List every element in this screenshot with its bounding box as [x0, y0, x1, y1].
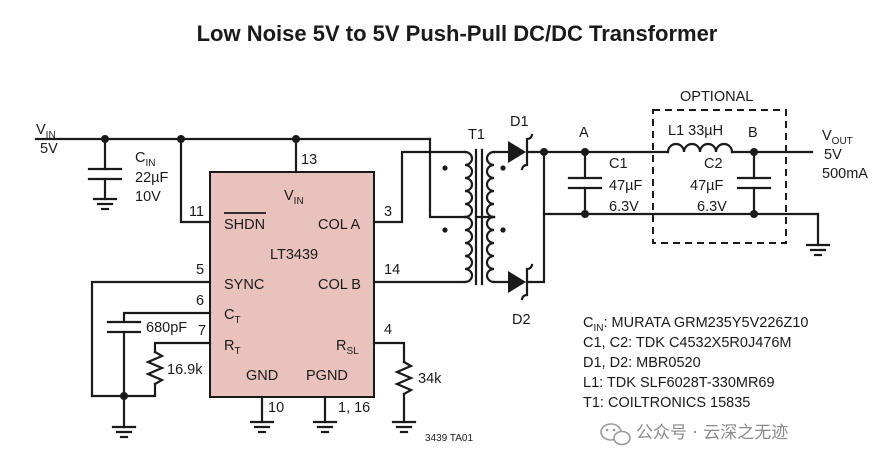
- pin-number-5: 5: [196, 262, 204, 278]
- ic-pin-label-colb: COL B: [318, 277, 361, 293]
- rsl-resistor-value: 34k: [418, 371, 442, 387]
- t1-polarity-dot: [500, 165, 506, 171]
- note-t1: T1: COILTRONICS 15835: [583, 395, 750, 411]
- d1-label: D1: [510, 114, 529, 130]
- junction: [750, 210, 758, 218]
- ground-symbol: [92, 197, 118, 211]
- ic-pin-label-cola: COL A: [318, 217, 361, 233]
- rsl-resistor: [394, 360, 414, 396]
- l1-inductor: [666, 142, 734, 154]
- ic-pin-label-gnd: GND: [246, 368, 278, 384]
- l1-label: L1 33µH: [668, 123, 723, 139]
- c1-label: C1: [609, 156, 628, 172]
- pin-number-1-16: 1, 16: [338, 400, 370, 416]
- ic-pin-label-rsl: RSL: [336, 338, 359, 357]
- ic-pin-label-rt: RT: [224, 338, 241, 357]
- note-c1-c2: C1, C2: TDK C4532X5R0J476M: [583, 335, 791, 351]
- t1-polarity-dot: [500, 227, 506, 233]
- ct-wire: [122, 311, 212, 324]
- d2-diode-body: [508, 271, 526, 293]
- t1-secondary-winding-lower: [485, 215, 496, 284]
- ground-symbol: [805, 243, 831, 257]
- t1-polarity-dot: [442, 165, 448, 171]
- rt-resistor-value: 16.9k: [167, 362, 203, 378]
- ic-pin-label-sync: SYNC: [224, 277, 264, 293]
- ic-pin-label-shdn: SHDN: [224, 217, 265, 233]
- ground-symbol: [391, 420, 417, 434]
- ic-lt3439-body: [209, 171, 375, 398]
- node-b-label: B: [748, 125, 758, 141]
- c2-value: 47µF: [690, 178, 723, 194]
- diagram-title: Low Noise 5V to 5V Push-Pull DC/DC Trans…: [197, 21, 718, 46]
- optional-filter-box: [652, 109, 787, 244]
- input-voltage: 5V: [40, 141, 58, 157]
- watermark-text: 公众号 · 云深之无迹: [636, 423, 788, 443]
- rt-resistor: [145, 350, 165, 386]
- note-cin: CIN: MURATA GRM235Y5V226Z10: [583, 315, 808, 334]
- d1-diode-body: [508, 141, 526, 163]
- center-tap-wire: [428, 137, 467, 219]
- note-d1-d2: D1, D2: MBR0520: [583, 355, 701, 371]
- ic-pin-label-pgnd: PGND: [306, 368, 348, 384]
- c2-voltage: 6.3V: [697, 199, 727, 215]
- output-voltage: 5V: [824, 147, 842, 163]
- cin-label: CIN: [135, 150, 155, 169]
- input-label: VIN: [36, 122, 56, 141]
- ground-symbol: [312, 420, 338, 434]
- optional-label: OPTIONAL: [680, 89, 753, 105]
- ground-symbol: [249, 420, 275, 434]
- d2-label: D2: [512, 312, 531, 328]
- cin-value: 22µF: [135, 170, 168, 186]
- t1-label: T1: [468, 127, 485, 143]
- t1-primary-winding-upper: [463, 150, 474, 219]
- cola-wire: [372, 150, 467, 224]
- shdn-wire: [179, 137, 212, 224]
- rt-wire: [153, 341, 212, 354]
- output-current: 500mA: [822, 166, 868, 182]
- figure-reference: 3439 TA01: [425, 433, 473, 444]
- output-label: VOUT: [822, 128, 853, 147]
- pin-number-13: 13: [301, 152, 317, 168]
- ground-symbol: [111, 425, 137, 439]
- pin-number-3: 3: [384, 204, 392, 220]
- node-a-label: A: [579, 125, 589, 141]
- pin-number-14: 14: [384, 262, 400, 278]
- c2-label: C2: [704, 156, 723, 172]
- sync-wire: [90, 280, 212, 398]
- t1-polarity-dot: [442, 227, 448, 233]
- pin-number-4: 4: [384, 322, 392, 338]
- junction: [540, 148, 548, 156]
- ct-capacitor-value: 680pF: [146, 320, 187, 336]
- t1-primary-winding-lower: [463, 215, 474, 284]
- pin-number-10: 10: [268, 400, 284, 416]
- c1-value: 47µF: [609, 178, 642, 194]
- t1-secondary-winding-upper: [485, 150, 496, 219]
- note-l1: L1: TDK SLF6028T-330MR69: [583, 375, 775, 391]
- c1-voltage: 6.3V: [609, 199, 639, 215]
- pin-number-6: 6: [196, 293, 204, 309]
- pin-number-7: 7: [198, 323, 206, 339]
- ic-pin-label-vin: VIN: [284, 188, 304, 207]
- wechat-icon: [600, 423, 631, 446]
- ic-part-name: LT3439: [270, 247, 318, 263]
- pin-number-11: 11: [189, 204, 204, 220]
- rsl-wire: [372, 341, 406, 364]
- ic-pin-label-ct: CT: [224, 307, 241, 326]
- cin-voltage: 10V: [135, 189, 161, 205]
